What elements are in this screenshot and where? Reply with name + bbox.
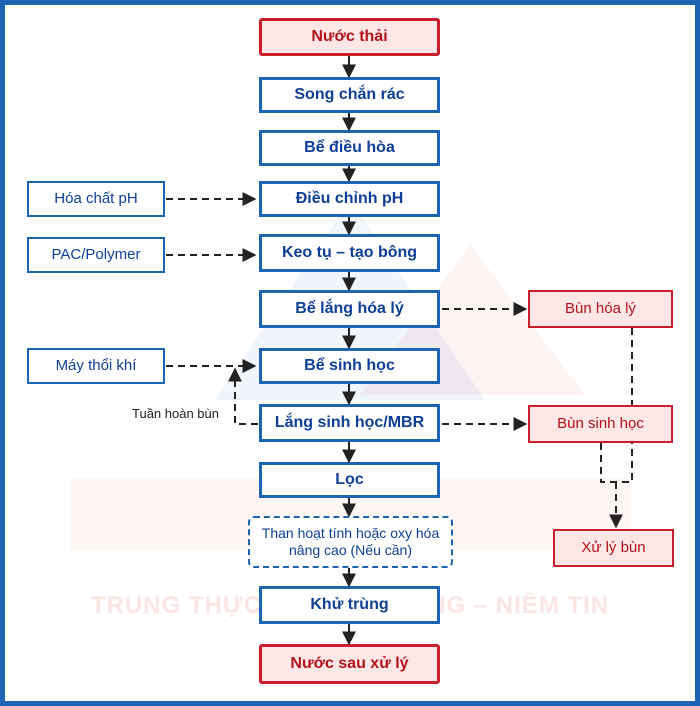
step-equalization-tank: Bể điều hòa [259,130,440,166]
input-pac-polymer: PAC/Polymer [27,237,165,273]
input-air-blower: Máy thổi khí [27,348,165,384]
step-disinfection: Khử trùng [259,586,440,624]
input-ph-chemical: Hóa chất pH [27,181,165,217]
step-bar-screen: Song chắn rác [259,77,440,113]
step-bio-settling-mbr: Lắng sinh học/MBR [259,404,440,442]
step-filtration: Lọc [259,462,440,498]
sludge-chemical: Bùn hóa lý [528,290,673,328]
step-chemical-settling: Bể lắng hóa lý [259,290,440,328]
step-ph-adjustment: Điều chỉnh pH [259,181,440,217]
step-activated-carbon-aop: Than hoạt tính hoặc oxy hóa nâng cao (Nế… [248,516,453,568]
recycle-label: Tuần hoàn bùn [132,406,219,421]
step-biological-tank: Bể sinh học [259,348,440,384]
sludge-biological: Bùn sinh học [528,405,673,443]
step-raw-wastewater: Nước thải [259,18,440,56]
step-coagulation-flocculation: Keo tụ – tạo bông [259,234,440,272]
step-treated-water: Nước sau xử lý [259,644,440,684]
sludge-treatment: Xử lý bùn [553,529,674,567]
